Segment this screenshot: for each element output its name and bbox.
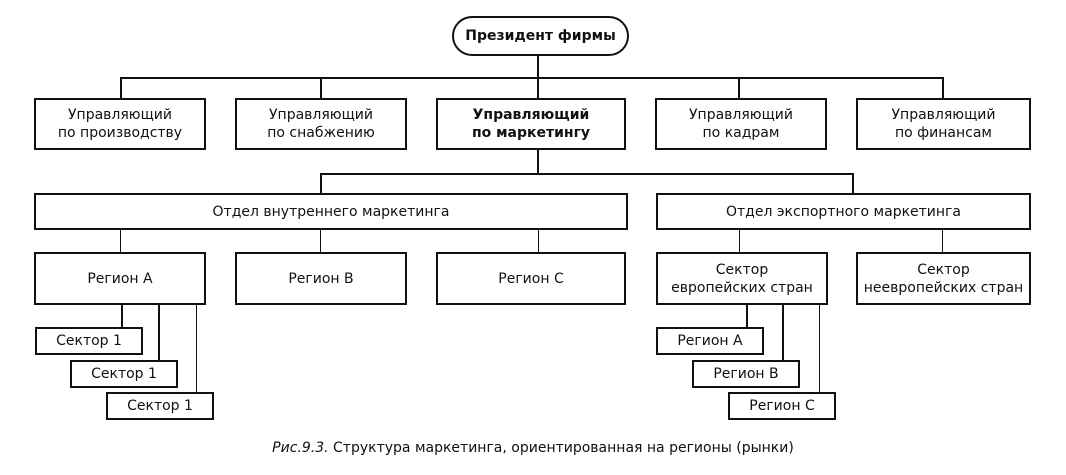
european-region-c-node: Регион С (728, 392, 836, 420)
manager-title: Управляющий (891, 107, 996, 123)
connector (120, 77, 944, 79)
sector-label: Сектор 1 (127, 398, 193, 414)
connector (121, 304, 123, 328)
european-sector-node: Сектор европейских стран (656, 252, 828, 305)
connector (120, 77, 122, 98)
connector (537, 148, 539, 174)
manager-area: по производству (57, 125, 183, 141)
connector (852, 173, 854, 193)
non-european-sector-node: Сектор неевропейских стран (856, 252, 1031, 305)
manager-marketing-node: Управляющий по маркетингу (436, 98, 626, 150)
region-a-sector-node: Сектор 1 (70, 360, 178, 388)
region-a-sector-node: Сектор 1 (106, 392, 214, 420)
manager-area: по снабжению (267, 125, 375, 141)
connector (196, 304, 197, 393)
region-c-node: Регион С (436, 252, 626, 305)
president-node: Президент фирмы (452, 16, 629, 56)
region-a-sector-node: Сектор 1 (35, 327, 143, 355)
connector (158, 304, 160, 360)
connector (942, 77, 944, 98)
manager-finance-node: Управляющий по финансам (856, 98, 1031, 150)
dept-label: Отдел экспортного маркетинга (726, 203, 961, 220)
region-a-node: Регион А (34, 252, 206, 305)
manager-area: по маркетингу (471, 125, 591, 141)
manager-area: по кадрам (702, 125, 780, 141)
region-label: Регион С (749, 398, 815, 414)
sector-area: европейских стран (671, 279, 813, 296)
manager-supply-node: Управляющий по снабжению (235, 98, 407, 150)
region-b-node: Регион В (235, 252, 407, 305)
connector (120, 228, 121, 253)
connector (819, 304, 820, 393)
connector (537, 54, 539, 98)
sector-title: Сектор (715, 261, 769, 278)
connector (739, 228, 740, 253)
region-label: Регион В (288, 270, 354, 287)
connector (320, 173, 853, 175)
figure-number: Рис.9.3. (272, 440, 329, 456)
connector (942, 228, 943, 253)
domestic-marketing-dept-node: Отдел внутреннего маркетинга (34, 193, 628, 230)
figure-caption: Рис.9.3. Структура маркетинга, ориентиро… (0, 440, 1066, 456)
manager-title: Управляющий (689, 107, 793, 123)
sector-label: Сектор 1 (91, 366, 157, 382)
region-label: Регион С (498, 270, 564, 287)
manager-title: Управляющий (269, 107, 373, 123)
manager-title: Управляющий (68, 107, 172, 123)
european-region-b-node: Регион В (692, 360, 800, 388)
sector-label: Сектор 1 (56, 333, 122, 349)
connector (320, 77, 322, 98)
region-label: Регион А (677, 333, 743, 349)
connector (746, 304, 748, 328)
connector (320, 228, 321, 253)
manager-title: Управляющий (472, 107, 590, 123)
connector (320, 173, 322, 193)
dept-label: Отдел внутреннего маркетинга (212, 203, 450, 220)
manager-production-node: Управляющий по производству (34, 98, 206, 150)
region-label: Регион А (87, 270, 153, 287)
connector (738, 77, 740, 98)
region-label: Регион В (713, 366, 779, 382)
sector-area: неевропейских стран (863, 279, 1024, 296)
president-label: Президент фирмы (465, 28, 616, 44)
european-region-a-node: Регион А (656, 327, 764, 355)
manager-area: по финансам (895, 125, 992, 141)
export-marketing-dept-node: Отдел экспортного маркетинга (656, 193, 1031, 230)
connector (538, 228, 539, 253)
caption-text: Структура маркетинга, ориентированная на… (328, 440, 794, 456)
sector-title: Сектор (917, 261, 970, 278)
connector (782, 304, 784, 360)
manager-hr-node: Управляющий по кадрам (655, 98, 827, 150)
